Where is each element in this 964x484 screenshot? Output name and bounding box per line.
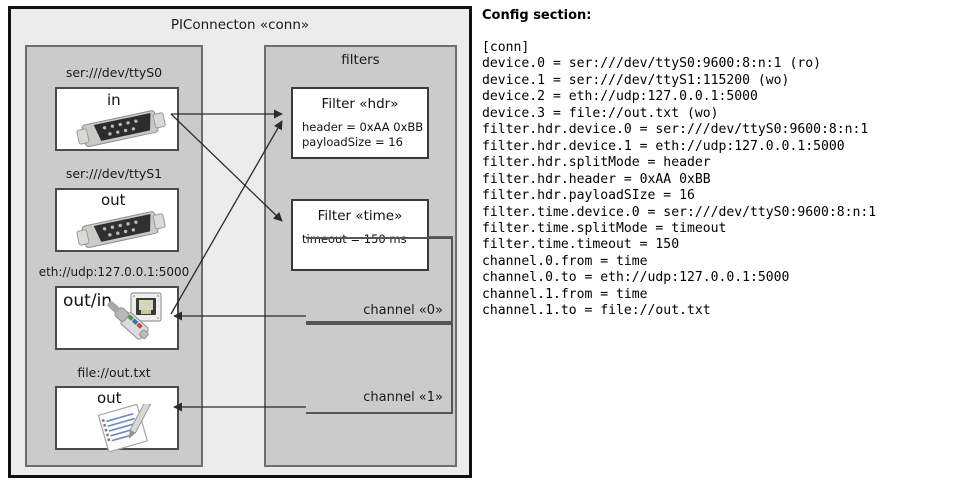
device-label-ttys1: ser:///dev/ttyS1 [65, 166, 163, 181]
device-box-ttys0[interactable]: in [55, 87, 179, 151]
device-label-file: file://out.txt [77, 365, 151, 380]
channel-label-1: channel «1» [363, 390, 443, 405]
config-heading: Config section: [482, 8, 592, 23]
filter-title-time: Filter «time» [317, 208, 403, 224]
filter-title-hdr: Filter «hdr» [321, 96, 399, 112]
device-label-eth: eth://udp:127.0.0.1:5000 [38, 265, 190, 279]
serial-connector-icon [76, 110, 166, 148]
device-box-file[interactable]: out [55, 386, 179, 452]
filter-box-time[interactable]: Filter «time» timeout = 150 ms [291, 199, 429, 271]
channel-box-1[interactable] [306, 323, 453, 414]
channel-label-0: channel «0» [363, 303, 443, 318]
filter-props-hdr: header = 0xAA 0xBB payloadSize = 16 [302, 120, 424, 149]
filter-props-time: timeout = 150 ms [302, 232, 407, 246]
filter-box-hdr[interactable]: Filter «hdr» header = 0xAA 0xBB payloadS… [291, 87, 429, 159]
device-box-ttys1[interactable]: out [55, 188, 179, 252]
device-io-ttys0: in [107, 91, 121, 109]
piconnector-diagram: PIConnecton «conn» filters ser:///dev/tt… [8, 6, 472, 478]
device-box-eth[interactable]: out/in [55, 286, 179, 350]
config-body: [conn] device.0 = ser:///dev/ttyS0:9600:… [482, 40, 877, 319]
text-file-icon [97, 404, 151, 452]
device-io-eth: out/in [63, 291, 113, 311]
filters-panel-title: filters [341, 52, 380, 68]
config-section: Config section: [conn] device.0 = ser://… [482, 8, 960, 320]
device-label-ttys0: ser:///dev/ttyS0 [65, 65, 163, 80]
channel-box-0[interactable] [306, 237, 453, 323]
serial-connector-icon [76, 211, 166, 249]
device-io-file: out [97, 389, 122, 407]
diagram-title: PIConnecton «conn» [170, 17, 310, 33]
device-io-ttys1: out [101, 191, 126, 209]
ethernet-plug-icon [107, 292, 162, 340]
